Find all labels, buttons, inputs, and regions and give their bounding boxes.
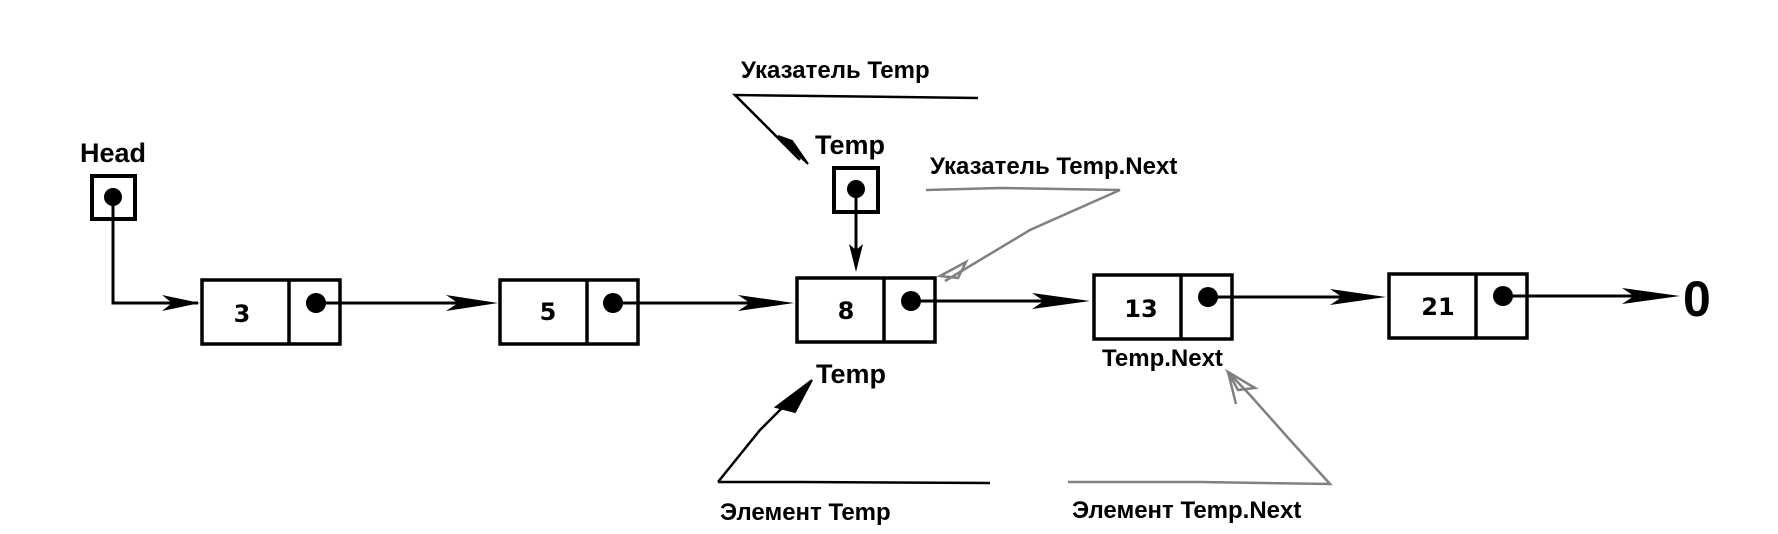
terminal-link-arrowhead	[1622, 288, 1680, 304]
node-box	[795, 276, 937, 344]
element-temp-callout-arrowhead	[773, 379, 813, 414]
list-node: 21	[1387, 272, 1529, 340]
head-label: Head	[80, 138, 146, 168]
temp-pointer-dot	[847, 180, 865, 198]
node-box	[498, 278, 640, 346]
next-link-arrowhead	[1032, 293, 1090, 309]
head-link	[111, 205, 198, 305]
list-node: 3	[200, 278, 342, 346]
temp-pointer-arrowhead	[849, 244, 863, 272]
list-node: 13	[1092, 273, 1234, 341]
temp-pointer: Temp	[815, 130, 885, 214]
next-link-arrowhead	[446, 295, 498, 311]
pointer-temp-callout-arrowhead	[777, 135, 809, 165]
element-temp-annotation: Элемент Temp	[720, 499, 891, 526]
element-temp-callout-baseline	[718, 480, 991, 485]
element-temp-next-annotation: Элемент Temp.Next	[1072, 497, 1301, 524]
node-value: 13	[1124, 295, 1157, 323]
node-box	[1387, 272, 1529, 340]
temp-element-label: Temp	[816, 359, 886, 389]
node-value: 21	[1421, 293, 1454, 321]
head-link-arrowhead	[162, 295, 200, 311]
element-temp-next-callout-arrowhead	[1224, 368, 1259, 405]
pointer-temp-next-annotation: Указатель Temp.Next	[930, 153, 1177, 180]
node-value: 3	[234, 300, 251, 328]
node-box	[1092, 273, 1234, 341]
temp-next-element-label: Temp.Next	[1102, 345, 1223, 372]
null-terminator: 0	[1683, 271, 1711, 327]
list-node: 5	[498, 278, 640, 346]
pointer-temp-next-callout-arrowhead	[935, 259, 969, 280]
temp-pointer-label: Temp	[815, 130, 885, 160]
pointer-temp-next-callout-line	[925, 186, 1121, 283]
node-value: 5	[540, 298, 557, 326]
node-box	[200, 278, 342, 346]
next-link-arrowhead	[1330, 289, 1386, 305]
pointer-temp-annotation: Указатель Temp	[741, 57, 930, 84]
next-link-arrowhead	[738, 295, 794, 311]
pointer-temp-callout-line	[731, 93, 979, 161]
element-temp-next-callout-line	[1068, 371, 1333, 486]
head-pointer-dot	[104, 188, 122, 206]
node-value: 8	[838, 297, 855, 325]
list-node: 8	[795, 276, 937, 344]
